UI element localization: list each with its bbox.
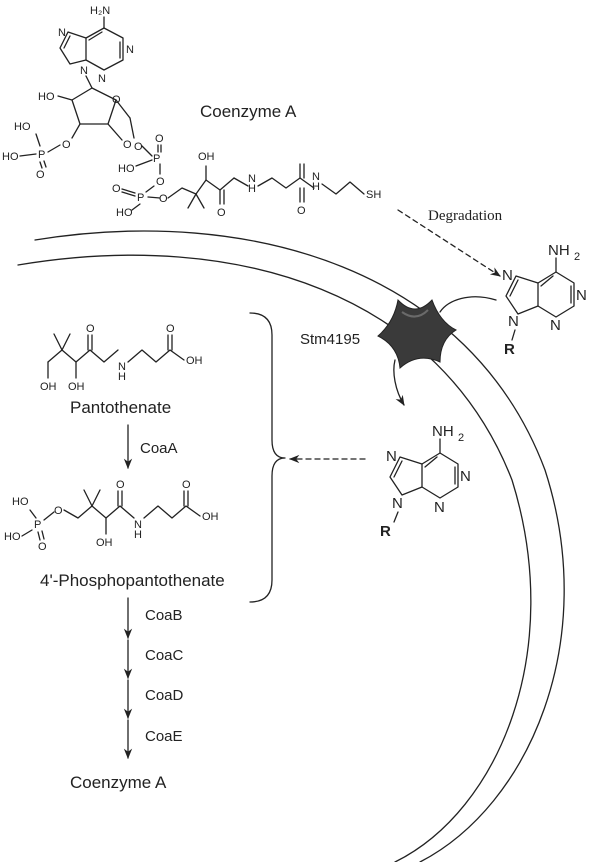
enzyme-coac: CoaC [145,647,184,664]
o-atom: O [54,505,63,517]
n-atom: N [98,73,106,85]
n-atom: N [118,361,126,373]
o-atom: O [112,183,121,195]
n-atom: N [502,267,513,284]
h-atom: H [312,181,320,193]
cell-membrane [17,230,565,862]
enzyme-steps: CoaB CoaC CoaD CoaE Coenzyme A [70,597,184,792]
amine-label: NH [432,423,454,440]
transporter-label: Stm4195 [300,331,360,348]
ho-label: HO [118,163,135,175]
n-atom: N [126,44,134,56]
o-atom: O [182,479,191,491]
phosphopantothenate-label: 4'-Phosphopantothenate [40,571,225,590]
o-atom: O [166,323,175,335]
p-atom: P [34,519,41,531]
o-atom: O [123,139,132,151]
p-atom: P [137,192,144,204]
n-atom: N [392,495,403,512]
coenzyme-a-product: Coenzyme A [70,773,167,792]
o-atom: O [116,479,125,491]
n-atom: N [58,27,66,39]
transporter-shape [377,298,458,370]
o-atom: O [86,323,95,335]
ho-label: HO [12,496,29,508]
ho-label: HO [116,207,133,219]
o-atom: O [62,139,71,151]
n-atom: N [508,313,519,330]
n-atom: N [386,448,397,465]
pantothenate-structure: OH OH O N H O OH Pantothenate [40,323,203,417]
o-atom: O [134,141,143,153]
adenine-outside: NH 2 N N N N R [502,242,587,358]
n-atom: N [248,173,256,185]
amine-label: H₂N [90,5,110,17]
o-atom: O [36,169,45,181]
o-atom: O [297,205,306,217]
h-atom: H [118,371,126,383]
ho-label: HO [14,121,31,133]
degradation-arrow: Degradation [397,208,503,277]
r-group: R [504,341,515,358]
p-atom: P [153,153,160,165]
hydroxyl-label: OH [198,151,215,163]
n-atom: N [434,499,445,516]
subscript-two: 2 [458,432,464,444]
coenzyme-a-structure: H₂N N N N N O HO O O P HO O HO O [2,5,381,219]
o-atom: O [38,541,47,553]
pathway-bracket [249,312,286,603]
o-atom: O [155,133,164,145]
n-atom: N [460,468,471,485]
n-atom: N [312,171,320,183]
enzyme-coae: CoaE [145,728,183,745]
enzyme-coab: CoaB [145,607,183,624]
hydroxyl-label: OH [40,381,57,393]
hydroxyl-label: OH [186,355,203,367]
enzyme-coad: CoaD [145,687,184,704]
transporter-stm4195: Stm4195 [300,296,497,406]
p-atom: P [38,149,45,161]
adenine-inside: NH 2 N N N N R [380,423,471,540]
pantothenate-label: Pantothenate [70,398,171,417]
n-atom: N [550,317,561,334]
enzyme-coaa: CoaA [140,440,178,457]
o-atom: O [217,207,226,219]
ho-label: HO [2,151,19,163]
h-atom: H [248,183,256,195]
h-atom: H [134,529,142,541]
hydroxyl-label: OH [96,537,113,549]
r-group: R [380,523,391,540]
n-atom: N [134,519,142,531]
hydroxyl-label: HO [38,91,55,103]
coenzyme-a-title: Coenzyme A [200,102,297,121]
amine-label: NH [548,242,570,259]
thiol-label: SH [366,189,381,201]
o-atom: O [159,193,168,205]
o-atom: O [156,176,165,188]
subscript-two: 2 [574,251,580,263]
hydroxyl-label: OH [202,511,219,523]
hydroxyl-label: OH [68,381,85,393]
phosphopantothenate-structure: HO P HO O O OH O N H O OH 4'-Phosphopant… [4,479,225,590]
n-atom: N [576,287,587,304]
n-atom: N [80,65,88,77]
ho-label: HO [4,531,21,543]
degradation-label: Degradation [428,208,503,224]
